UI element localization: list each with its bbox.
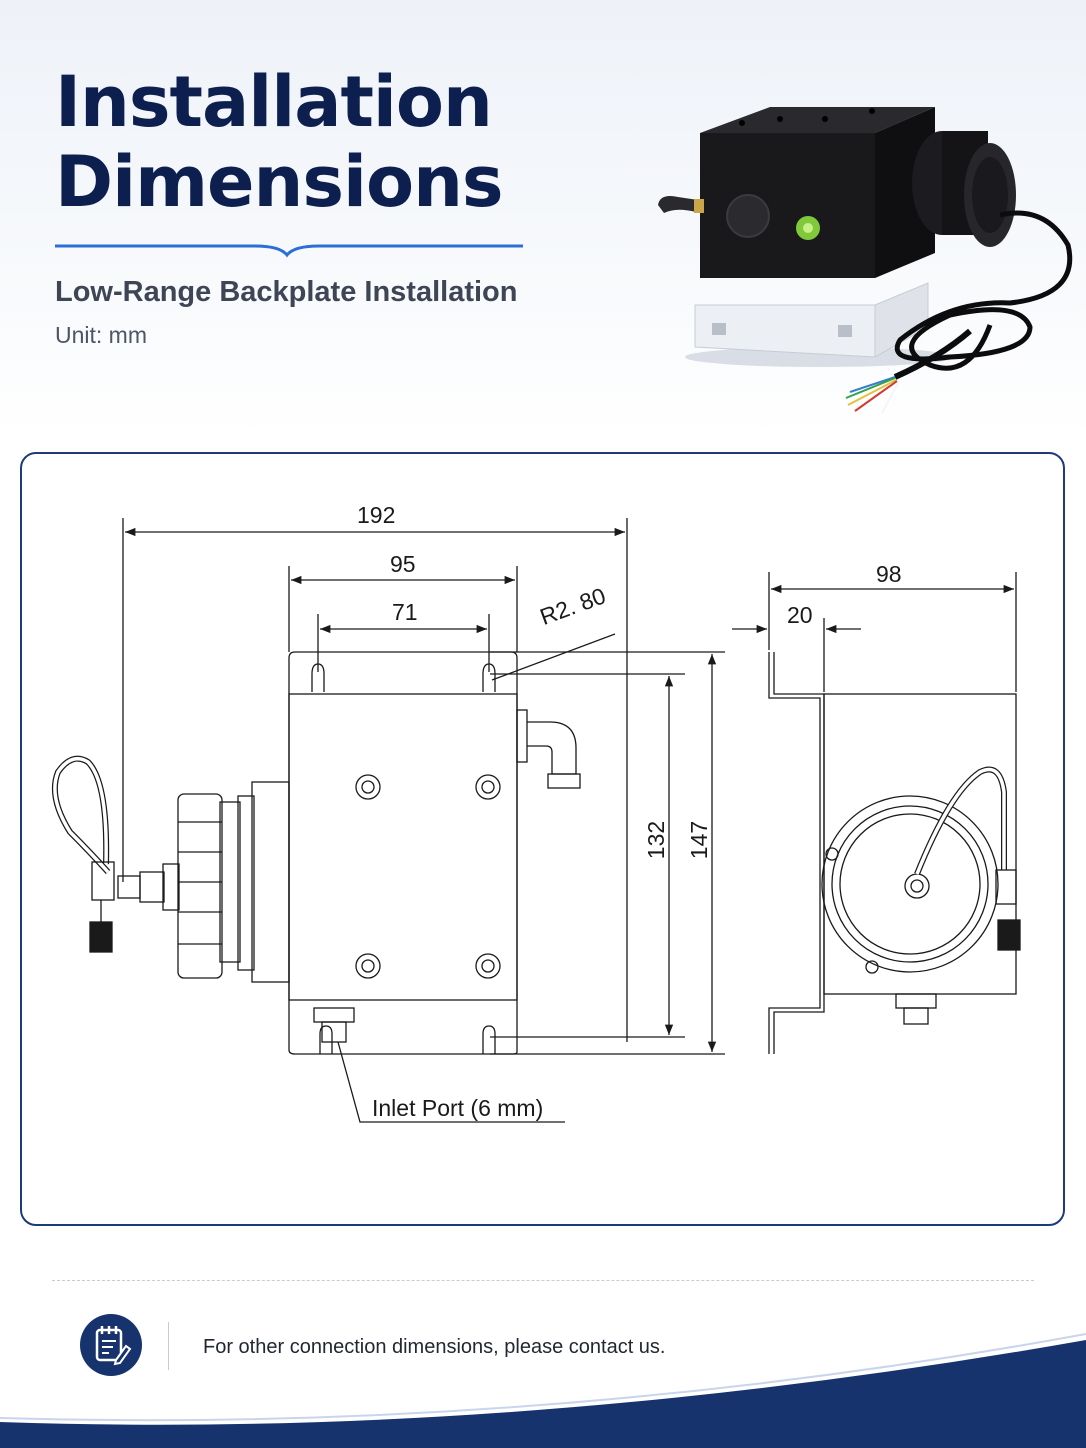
dim-side-offset: 20 — [787, 602, 813, 628]
notepad-pen-icon — [80, 1314, 142, 1376]
inlet-port-label: Inlet Port (6 mm) — [372, 1095, 544, 1121]
title-underline — [55, 244, 523, 258]
dim-plate-height: 147 — [686, 820, 713, 860]
subtitle: Low-Range Backplate Installation — [55, 276, 518, 308]
page-title: Installation Dimensions — [55, 61, 504, 223]
footer-divider — [52, 1280, 1034, 1281]
dim-side-depth: 98 — [876, 561, 902, 587]
dim-body-height: 132 — [643, 820, 670, 860]
dim-hole-spacing: 71 — [392, 599, 418, 625]
title-line-2: Dimensions — [55, 141, 504, 223]
dim-plate-width: 95 — [390, 551, 416, 577]
dim-overall-width: 192 — [357, 502, 396, 528]
title-line-1: Installation — [55, 61, 493, 143]
product-image — [658, 107, 1073, 414]
footer-wave — [0, 1333, 1086, 1448]
technical-drawing — [51, 518, 1021, 1123]
footer-separator — [168, 1322, 169, 1370]
unit-label: Unit: mm — [55, 322, 147, 348]
footer-note: For other connection dimensions, please … — [203, 1336, 666, 1358]
diagram-frame — [20, 452, 1065, 1226]
